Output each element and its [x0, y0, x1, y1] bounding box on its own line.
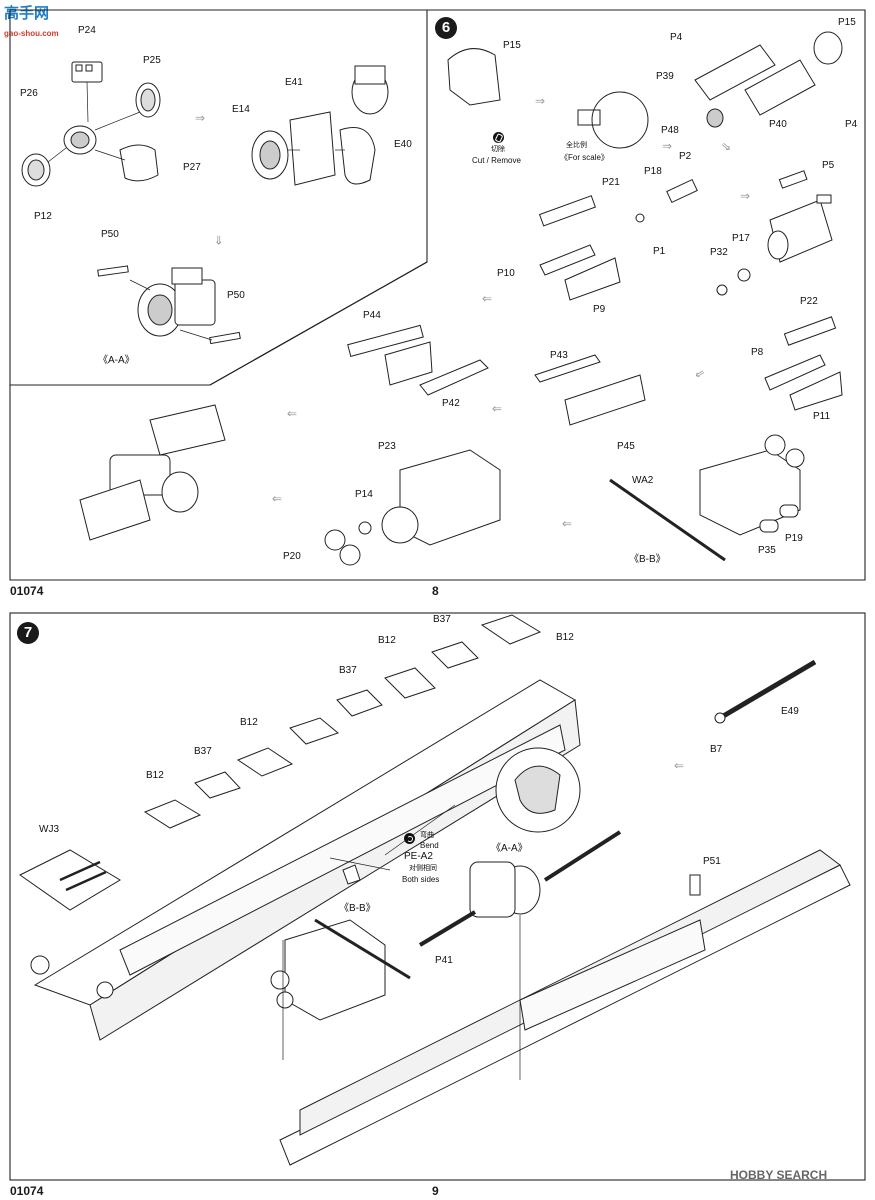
part-label-b12-4: B12	[556, 632, 574, 643]
product-code-bottom: 01074	[10, 1184, 44, 1198]
svg-text:⇒: ⇒	[287, 407, 297, 421]
part-label-p51: P51	[703, 856, 721, 867]
part-label-p50-a: P50	[101, 229, 119, 240]
watermark-hobbysearch-logo: HOBBY SEARCH	[730, 1168, 828, 1182]
section-label-aa-bottom: 《A-A》	[491, 843, 528, 854]
part-label-e49: E49	[781, 706, 799, 717]
for-scale-label-cn: 全比例	[566, 142, 587, 149]
instruction-page-8: 高手网 gao-shou.com	[0, 0, 875, 600]
part-label-p25: P25	[143, 55, 161, 66]
for-scale-label: 《For scale》	[560, 153, 609, 162]
part-label-b37-3: B37	[433, 614, 451, 625]
part-label-p1: P1	[653, 246, 666, 257]
svg-text:⇒: ⇒	[562, 517, 572, 531]
section-label-bb-top: 《B-B》	[629, 554, 666, 565]
section-label-bb-bottom: 《B-B》	[339, 903, 376, 914]
both-sides-label: Both sides	[402, 875, 440, 884]
section-label-aa: 《A-A》	[98, 355, 135, 366]
part-label-p41: P41	[435, 955, 453, 966]
page-number-8: 8	[432, 584, 439, 598]
part-label-p8: P8	[751, 347, 764, 358]
svg-text:⇒: ⇒	[195, 111, 205, 125]
part-label-b37-2: B37	[339, 665, 357, 676]
part-label-p42: P42	[442, 398, 460, 409]
part-label-p11: P11	[813, 411, 831, 422]
part-label-wj3: WJ3	[39, 824, 59, 835]
part-label-p9: P9	[593, 304, 606, 315]
part-label-p10: P10	[497, 268, 515, 279]
part-label-wa2: WA2	[632, 475, 654, 486]
bend-label: Bend	[420, 841, 439, 850]
part-label-p5: P5	[822, 160, 835, 171]
svg-text:⇒: ⇒	[674, 759, 684, 773]
part-label-b37-1: B37	[194, 746, 212, 757]
part-label-p2: P2	[679, 151, 692, 162]
part-label-p20: P20	[283, 551, 301, 562]
part-label-b12-1: B12	[146, 770, 164, 781]
part-label-p14: P14	[355, 489, 373, 500]
part-label-p50-b: P50	[227, 290, 245, 301]
page-number-9: 9	[432, 1184, 439, 1198]
svg-text:⇒: ⇒	[692, 365, 708, 382]
part-label-p48: P48	[661, 125, 679, 136]
watermark-gaoshou-logo: 高手网 gao-shou.com	[4, 4, 59, 38]
part-label-p12: P12	[34, 211, 52, 222]
part-label-e40: E40	[394, 139, 412, 150]
part-label-p21: P21	[602, 177, 620, 188]
cut-remove-icon	[493, 132, 504, 143]
part-label-p32: P32	[710, 247, 728, 258]
part-label-b12-2: B12	[240, 717, 258, 728]
bend-label-cn: 弯曲	[420, 832, 434, 839]
part-label-b7: B7	[710, 744, 723, 755]
part-label-p23: P23	[378, 441, 396, 452]
part-label-p15-right: P15	[838, 17, 856, 28]
part-label-p19: P19	[785, 533, 803, 544]
step-number-6: 6	[435, 17, 457, 39]
bend-icon	[404, 833, 415, 844]
part-label-e14: E14	[232, 104, 250, 115]
product-code-top: 01074	[10, 584, 44, 598]
svg-text:⇒: ⇒	[492, 402, 502, 416]
step-number-7: 7	[17, 622, 39, 644]
svg-text:⇒: ⇒	[662, 139, 672, 153]
svg-text:⇒: ⇒	[212, 235, 226, 245]
cut-remove-label: Cut / Remove	[472, 156, 521, 165]
part-label-p43: P43	[550, 350, 568, 361]
part-label-p44: P44	[363, 310, 381, 321]
page8-artwork: ⇒ ⇒	[9, 9, 866, 581]
svg-text:⇒: ⇒	[535, 94, 545, 108]
svg-text:⇒: ⇒	[482, 292, 492, 306]
part-label-p40: P40	[769, 119, 787, 130]
part-label-p18: P18	[644, 166, 662, 177]
part-label-p35: P35	[758, 545, 776, 556]
part-label-p26: P26	[20, 88, 38, 99]
svg-text:⇒: ⇒	[740, 189, 750, 203]
part-label-p17: P17	[732, 233, 750, 244]
both-sides-label-cn: 对侧相同	[409, 865, 437, 872]
part-label-e41: E41	[285, 77, 303, 88]
part-label-p27: P27	[183, 162, 201, 173]
svg-text:⇒: ⇒	[718, 138, 735, 155]
part-label-pe-a2: PE-A2	[404, 851, 433, 862]
page9-artwork: ⇒	[9, 612, 866, 1181]
part-label-b12-3: B12	[378, 635, 396, 646]
cut-remove-label-cn: 切除	[491, 146, 505, 153]
svg-text:⇒: ⇒	[272, 492, 282, 506]
part-label-p39: P39	[656, 71, 674, 82]
instruction-page-9: ⇒ 7 B12 B37 B12 B37 B12 B37 B12 WJ3 E49 …	[0, 600, 875, 1200]
part-label-p4-top: P4	[670, 32, 683, 43]
part-label-p24: P24	[78, 25, 96, 36]
part-label-p4-right: P4	[845, 119, 858, 130]
part-label-p45: P45	[617, 441, 635, 452]
part-label-p15-left: P15	[503, 40, 521, 51]
part-label-p22: P22	[800, 296, 818, 307]
